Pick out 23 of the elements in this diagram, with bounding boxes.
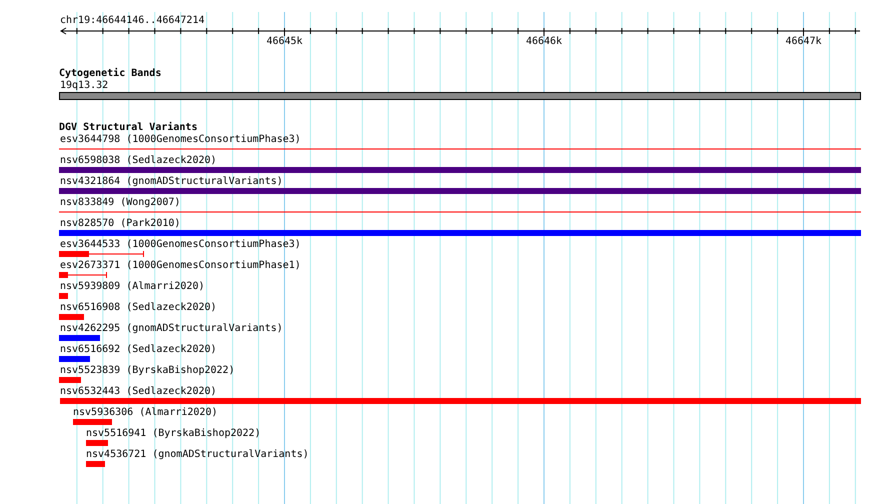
variant-label: nsv5516941 (ByrskaBishop2022)	[86, 428, 261, 439]
variant-label: nsv4262295 (gnomADStructuralVariants)	[60, 323, 283, 334]
track-title: Cytogenetic Bands	[59, 68, 162, 79]
tick-label: 46645k	[266, 36, 303, 47]
variant-label: nsv6516692 (Sedlazeck2020)	[60, 344, 217, 355]
variant-label: nsv4536721 (gnomADStructuralVariants)	[86, 449, 309, 460]
variant-label: nsv6532443 (Sedlazeck2020)	[60, 386, 217, 397]
variant-label: nsv833849 (Wong2007)	[60, 197, 180, 208]
variant-label: esv2673371 (1000GenomesConsortiumPhase1)	[60, 260, 301, 271]
coordinate-range-label: chr19:46644146..46647214	[60, 15, 204, 26]
track-title: DGV Structural Variants	[59, 122, 198, 133]
variant-label: nsv4321864 (gnomADStructuralVariants)	[60, 176, 283, 187]
variant-label: nsv6598038 (Sedlazeck2020)	[60, 155, 217, 166]
variant-label: nsv5939809 (Almarri2020)	[60, 281, 204, 292]
variant-label: nsv5523839 (ByrskaBishop2022)	[60, 365, 235, 376]
variant-label: nsv5936306 (Almarri2020)	[73, 407, 218, 418]
band-label: 19q13.32	[60, 80, 108, 91]
variant-label: nsv6516908 (Sedlazeck2020)	[60, 302, 217, 313]
variant-label: nsv828570 (Park2010)	[60, 218, 180, 229]
variant-label: esv3644533 (1000GenomesConsortiumPhase3)	[60, 239, 301, 250]
tick-label: 46647k	[785, 36, 822, 47]
variant-label: esv3644798 (1000GenomesConsortiumPhase3)	[60, 134, 301, 145]
tick-label: 46646k	[526, 36, 562, 47]
